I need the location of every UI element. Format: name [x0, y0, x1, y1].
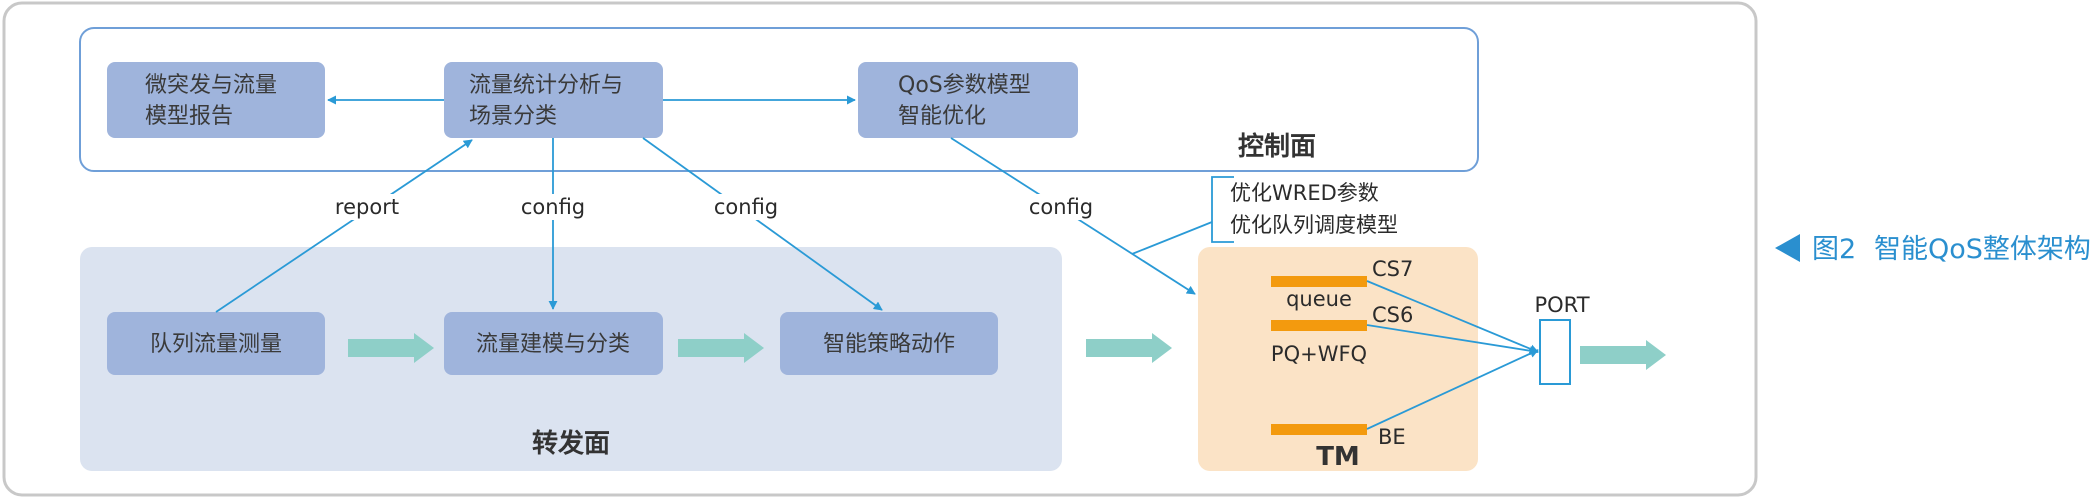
flow-model-box: [444, 312, 663, 375]
policy-action-box: [780, 312, 998, 375]
report-arrow: [215, 139, 473, 313]
cs7-to-port-arrow: [1366, 280, 1539, 354]
config-label-3: config: [1029, 195, 1093, 219]
scheduler-label: PQ+WFQ: [1271, 342, 1367, 366]
traffic-stats-line-1: 流量统计分析与: [469, 73, 623, 98]
config-label-2: config: [714, 195, 778, 219]
qos-optimization-box: [858, 62, 1078, 138]
port-box: [1539, 319, 1571, 385]
queue-label: queue: [1286, 287, 1352, 311]
queue-bar-be: [1271, 424, 1367, 435]
config-label-1: config: [521, 195, 585, 219]
callout-line-1: 优化WRED参数: [1230, 181, 1379, 205]
queue-name-be: BE: [1378, 425, 1406, 449]
traffic-stats-box: [444, 62, 663, 138]
microburst-report-line-2: 模型报告: [145, 104, 233, 129]
control-plane-title: 控制面: [1238, 132, 1316, 162]
qos-optimization-line-1: QoS参数模型: [898, 73, 1031, 98]
flow-arrow-2: [678, 333, 764, 363]
be-to-port-arrow: [1366, 349, 1539, 430]
qos-optimization-line-2: 智能优化: [898, 104, 986, 129]
caption-triangle-icon: [1775, 234, 1800, 262]
config-arrow-policy: [642, 137, 883, 311]
queue-measure-label: 队列流量测量: [150, 332, 282, 357]
cs6-to-port-arrow: [1366, 324, 1539, 356]
flow-arrow-3: [1086, 333, 1172, 363]
queue-name-cs7: CS7: [1372, 257, 1413, 281]
tm-container: [1198, 247, 1478, 471]
queue-measure-box: [107, 312, 325, 375]
caption-title: 智能QoS整体架构: [1874, 234, 2091, 265]
tm-title: TM: [1316, 442, 1360, 472]
report-label: report: [335, 195, 399, 219]
microburst-report-box: [107, 62, 325, 138]
flow-arrow-1: [348, 333, 434, 363]
microburst-report-line-1: 微突发与流量: [145, 73, 277, 98]
control-plane-container: [79, 27, 1479, 172]
report-label-bg: [332, 194, 402, 220]
caption-figure-number: 图2: [1812, 234, 1856, 265]
config-label-3-bg: [1026, 194, 1096, 220]
forwarding-plane-title: 转发面: [532, 428, 610, 459]
policy-action-label: 智能策略动作: [823, 332, 955, 357]
queue-bar-cs7: [1271, 276, 1367, 287]
config-label-2-bg: [711, 194, 781, 220]
callout-leader: [1131, 221, 1213, 255]
callout-bracket: [1211, 176, 1234, 243]
config-label-1-bg: [518, 194, 588, 220]
traffic-stats-line-2: 场景分类: [469, 104, 557, 129]
callout-line-2: 优化队列调度模型: [1230, 213, 1398, 237]
port-label: PORT: [1534, 293, 1589, 317]
queue-name-cs6: CS6: [1372, 303, 1413, 327]
port-output-arrow: [1580, 340, 1666, 370]
queue-bar-cs6: [1271, 320, 1367, 331]
flow-model-label: 流量建模与分类: [476, 332, 630, 357]
